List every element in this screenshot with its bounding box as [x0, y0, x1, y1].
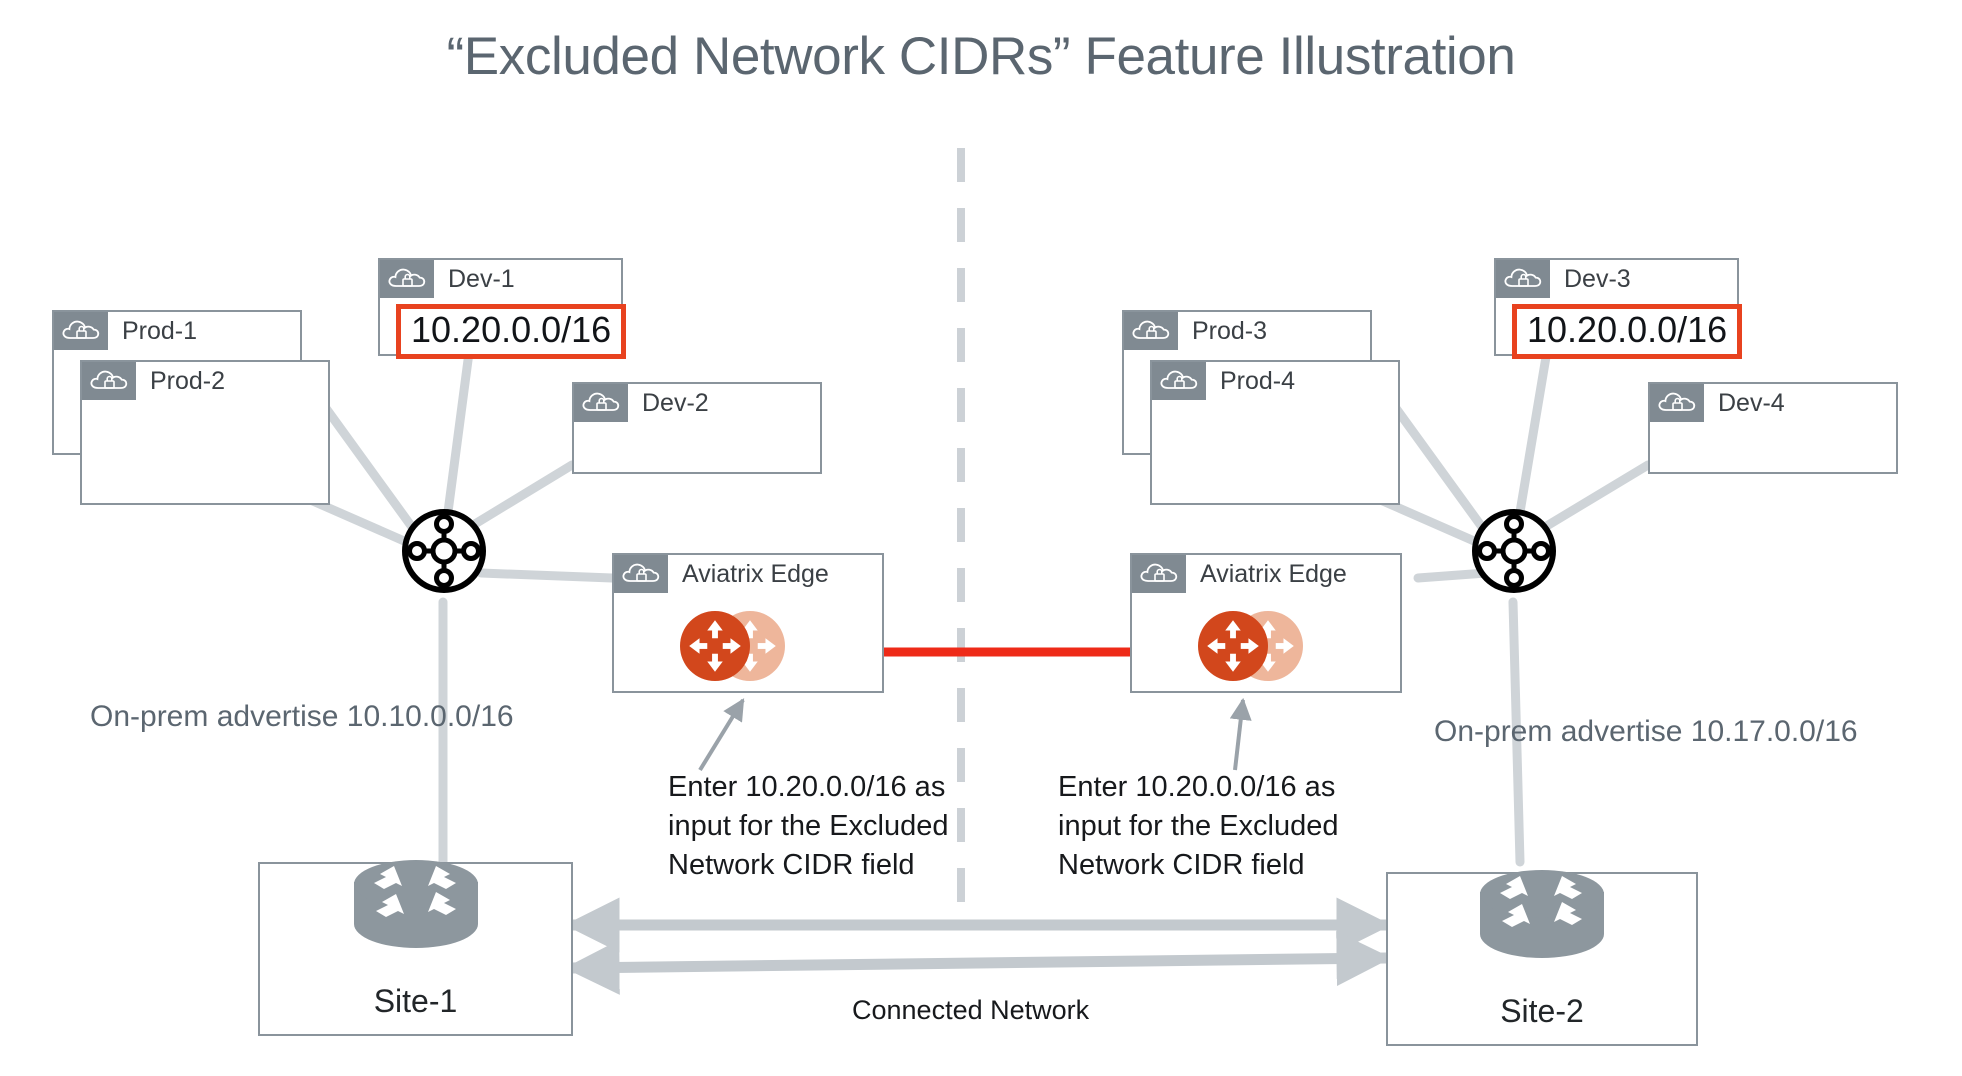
cloud-box-label: Prod-4: [1220, 366, 1296, 395]
aviatrix-gateway-icon: [672, 603, 792, 689]
cloud-box-header: Dev-4: [1650, 384, 1785, 422]
network-hub-icon: [402, 509, 486, 593]
left-onprem-advertise-label: On-prem advertise 10.10.0.0/16: [90, 700, 514, 733]
aviatrix-edge-label: Aviatrix Edge: [1200, 559, 1347, 588]
aviatrix-edge-header: Aviatrix Edge: [1132, 555, 1347, 593]
page-title: “Excluded Network CIDRs” Feature Illustr…: [446, 27, 1516, 86]
site-box-1[interactable]: Site-1: [258, 860, 573, 1036]
cloud-lock-icon: [574, 384, 628, 422]
cloud-box-label: Prod-2: [150, 366, 226, 395]
cloud-box-header: Dev-3: [1496, 260, 1631, 298]
aviatrix-edge-box-left[interactable]: Aviatrix Edge: [612, 553, 884, 693]
cloud-box-header: Prod-4: [1152, 362, 1295, 400]
cloud-lock-icon: [1650, 384, 1704, 422]
cloud-lock-icon: [380, 260, 434, 298]
cloud-box-prod-2[interactable]: Prod-2: [80, 360, 330, 505]
cloud-lock-icon: [82, 362, 136, 400]
router-icon: [336, 820, 496, 968]
cloud-box-header: Prod-1: [54, 312, 197, 350]
cloud-lock-icon: [1496, 260, 1550, 298]
cloud-box-label: Prod-1: [122, 316, 198, 345]
cloud-box-label: Dev-3: [1564, 264, 1631, 293]
cloud-box-dev-2[interactable]: Dev-2: [572, 382, 822, 474]
site-box-2[interactable]: Site-2: [1386, 870, 1698, 1046]
connected-network-label: Connected Network: [852, 995, 1090, 1025]
cloud-box-header: Dev-2: [574, 384, 709, 422]
cloud-box-header: Prod-3: [1124, 312, 1267, 350]
connected-network-arrow-bottom: [564, 931, 1392, 995]
cloud-lock-icon: [1124, 312, 1178, 350]
aviatrix-edge-box-right[interactable]: Aviatrix Edge: [1130, 553, 1402, 693]
right-onprem-advertise-label: On-prem advertise 10.17.0.0/16: [1434, 715, 1858, 748]
cloud-box-dev-3[interactable]: Dev-3 10.20.0.0/16: [1494, 258, 1743, 360]
site-label: Site-1: [373, 983, 458, 1019]
cloud-box-header: Dev-1: [380, 260, 515, 298]
cloud-box-label: Dev-1: [448, 264, 515, 293]
aviatrix-gateway-icon: [1190, 603, 1310, 689]
router-icon: [1462, 830, 1622, 978]
cloud-box-label: Dev-2: [642, 388, 709, 417]
right-excluded-cidr-annotation: Enter 10.20.0.0/16 as input for the Excl…: [1058, 771, 1339, 881]
cloud-box-prod-4[interactable]: Prod-4: [1150, 360, 1400, 505]
excluded-cidr-value: 10.20.0.0/16: [1512, 304, 1743, 360]
cloud-lock-icon: [1152, 362, 1206, 400]
cloud-lock-icon: [54, 312, 108, 350]
aviatrix-edge-label: Aviatrix Edge: [682, 559, 829, 588]
cloud-box-header: Prod-2: [82, 362, 225, 400]
cloud-lock-icon: [1132, 555, 1186, 593]
excluded-cidr-value: 10.20.0.0/16: [396, 304, 627, 360]
right-annotation-leader: [1229, 697, 1252, 771]
left-annotation-leader: [698, 698, 745, 772]
cloud-box-dev-4[interactable]: Dev-4: [1648, 382, 1898, 474]
cloud-box-label: Dev-4: [1718, 388, 1785, 417]
site-label: Site-2: [1500, 993, 1584, 1029]
cloud-lock-icon: [614, 555, 668, 593]
left-excluded-cidr-annotation: Enter 10.20.0.0/16 as input for the Excl…: [668, 771, 949, 881]
left-network-hub[interactable]: [400, 507, 488, 595]
right-network-hub[interactable]: [1470, 507, 1558, 595]
cloud-box-label: Prod-3: [1192, 316, 1268, 345]
cloud-box-dev-1[interactable]: Dev-1 10.20.0.0/16: [378, 258, 627, 360]
aviatrix-edge-header: Aviatrix Edge: [614, 555, 829, 593]
network-hub-icon: [1472, 509, 1556, 593]
